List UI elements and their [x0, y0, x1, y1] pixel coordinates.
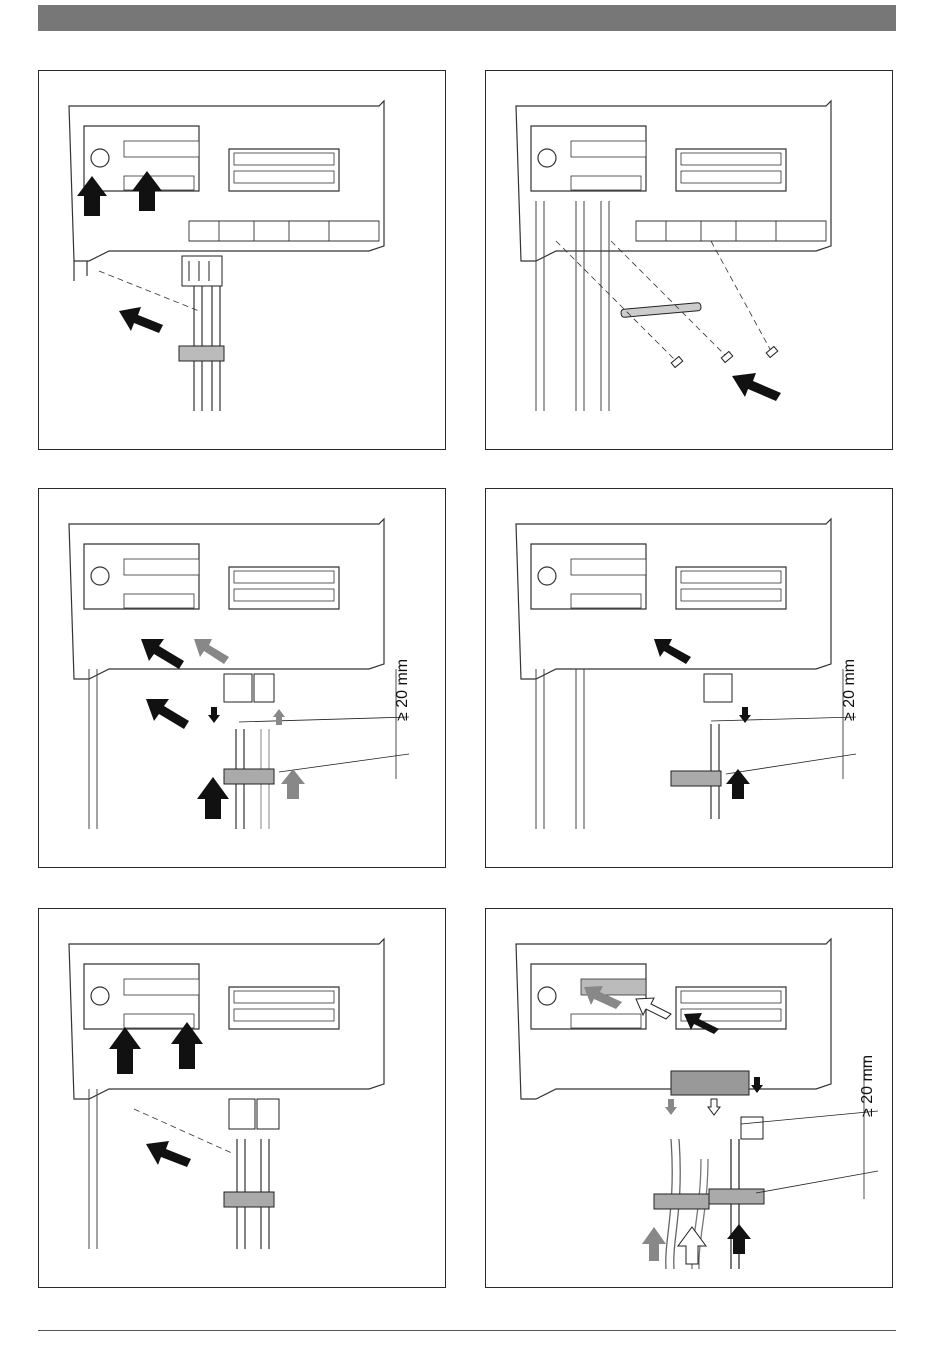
screws [671, 346, 778, 367]
arrow-small-down-black [751, 1077, 763, 1093]
arrow-up-left [77, 176, 107, 216]
figure-1-drawing [39, 71, 446, 450]
dimension-lines [711, 669, 856, 779]
arrow-small-down-white [708, 1099, 720, 1115]
arrow-diagonal [732, 373, 781, 401]
figure-4-drawing: ≥ 20 mm [486, 489, 893, 868]
figure-3-drawing: ≥ 20 mm [39, 489, 446, 868]
arrow-grey-up [281, 769, 305, 799]
arrow-diagonal [119, 307, 163, 333]
figure-5-panel [38, 908, 446, 1288]
dimension-label: ≥ 20 mm [394, 659, 411, 721]
existing-cables [89, 669, 97, 829]
multi-connector [671, 1071, 749, 1095]
figure-6-panel: ≥ 20 mm [485, 908, 893, 1288]
arrow-small-down-black [208, 707, 220, 723]
assembly-dash-lines [556, 241, 771, 361]
strain-relief-clip [179, 346, 224, 361]
dimension-label: ≥ 20 mm [841, 659, 858, 721]
arrow-small-down-grey [665, 1099, 677, 1115]
figure-2-drawing [486, 71, 893, 450]
arrow-black-diagonal [654, 639, 691, 664]
figure-5-drawing [39, 909, 446, 1288]
direction-arrows [141, 639, 305, 819]
direction-arrows [77, 171, 163, 333]
terminal-blocks-right [234, 153, 334, 183]
figure-4-panel: ≥ 20 mm [485, 488, 893, 868]
footer-rule [38, 1330, 896, 1331]
connector-plug [704, 674, 732, 702]
arrow-diagonal [146, 1141, 191, 1167]
arrow-grey-diagonal [194, 639, 229, 664]
direction-arrows [109, 1022, 203, 1167]
strain-relief-clip [224, 1192, 274, 1207]
dimension-label: ≥ 20 mm [859, 1055, 876, 1117]
arrow-small-down [739, 707, 751, 723]
arrow-black-diagonal-1 [141, 639, 184, 669]
figure-2-panel [485, 70, 893, 450]
figure-1-panel [38, 70, 446, 450]
strain-relief-clips [654, 1189, 764, 1209]
arrow-black-diagonal-2 [146, 699, 189, 729]
terminal-blocks-left [124, 141, 199, 190]
strain-relief-clip [224, 769, 274, 784]
existing-cables [89, 1089, 97, 1249]
connector-plugs [229, 1099, 279, 1129]
figure-6-drawing: ≥ 20 mm [486, 909, 893, 1288]
installed-cables [536, 201, 609, 411]
control-unit-housing [516, 101, 831, 261]
header-bar [38, 5, 896, 31]
strain-relief-clip [671, 771, 721, 786]
connector-plug [182, 256, 222, 286]
control-unit-housing [69, 519, 384, 679]
control-unit-housing [69, 939, 384, 1099]
small-connector [741, 1117, 763, 1139]
control-unit-housing [69, 101, 384, 281]
arrow-small-up-grey [273, 709, 285, 725]
existing-cables [536, 669, 584, 829]
bottom-cable-channels [189, 221, 379, 241]
connector-plugs [224, 674, 274, 702]
figure-3-panel: ≥ 20 mm [38, 488, 446, 868]
arrow-up-left [109, 1027, 141, 1074]
arrow-grey-up [642, 1227, 666, 1261]
strain-relief-bar [621, 303, 701, 318]
bottom-cable-channels [636, 221, 826, 241]
